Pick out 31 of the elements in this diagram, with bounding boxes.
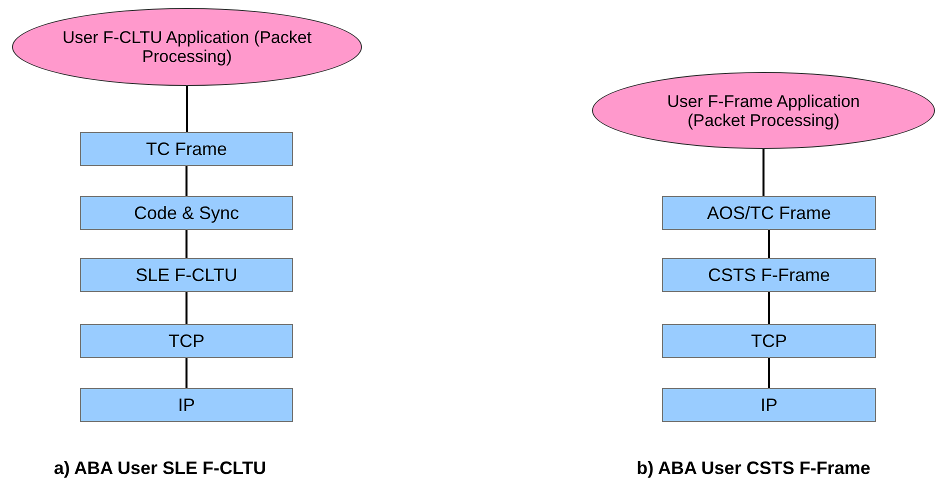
layer-box [80,388,293,422]
connector-line [186,166,188,196]
layer-box [662,196,876,230]
caption-text: b) ABA User CSTS F-Frame [636,457,872,480]
layer-box [80,324,293,358]
node-text: AOS/TC Frame [706,203,831,223]
connector-line [768,292,770,324]
layer-box [80,258,293,292]
connector-line [186,86,188,132]
connector-line [186,292,188,324]
connector-line [186,358,188,388]
layer-box [662,324,876,358]
node-text: IP [178,395,195,415]
node-text: Code & Sync [134,203,240,223]
node-text: TCP [168,331,204,351]
layer-box [80,132,293,166]
connector-line [186,230,188,258]
connector-line [768,358,770,388]
node-text: IP [760,395,778,415]
node-text: TCP [751,331,787,351]
node-text: User F-Frame Application (Packet Processing) [666,92,861,130]
connector-line [762,149,764,196]
node-text: SLE F-CLTU [136,265,238,285]
node-text: User F-CLTU Application (Packet Processing) [61,28,313,66]
caption-text: a) ABA User SLE F-CLTU [52,457,268,480]
layer-box [662,388,876,422]
node-text: TC Frame [146,139,227,159]
node-text: CSTS F-Frame [708,265,830,285]
connector-line [768,230,770,258]
layer-box [80,196,293,230]
layer-box [662,258,876,292]
